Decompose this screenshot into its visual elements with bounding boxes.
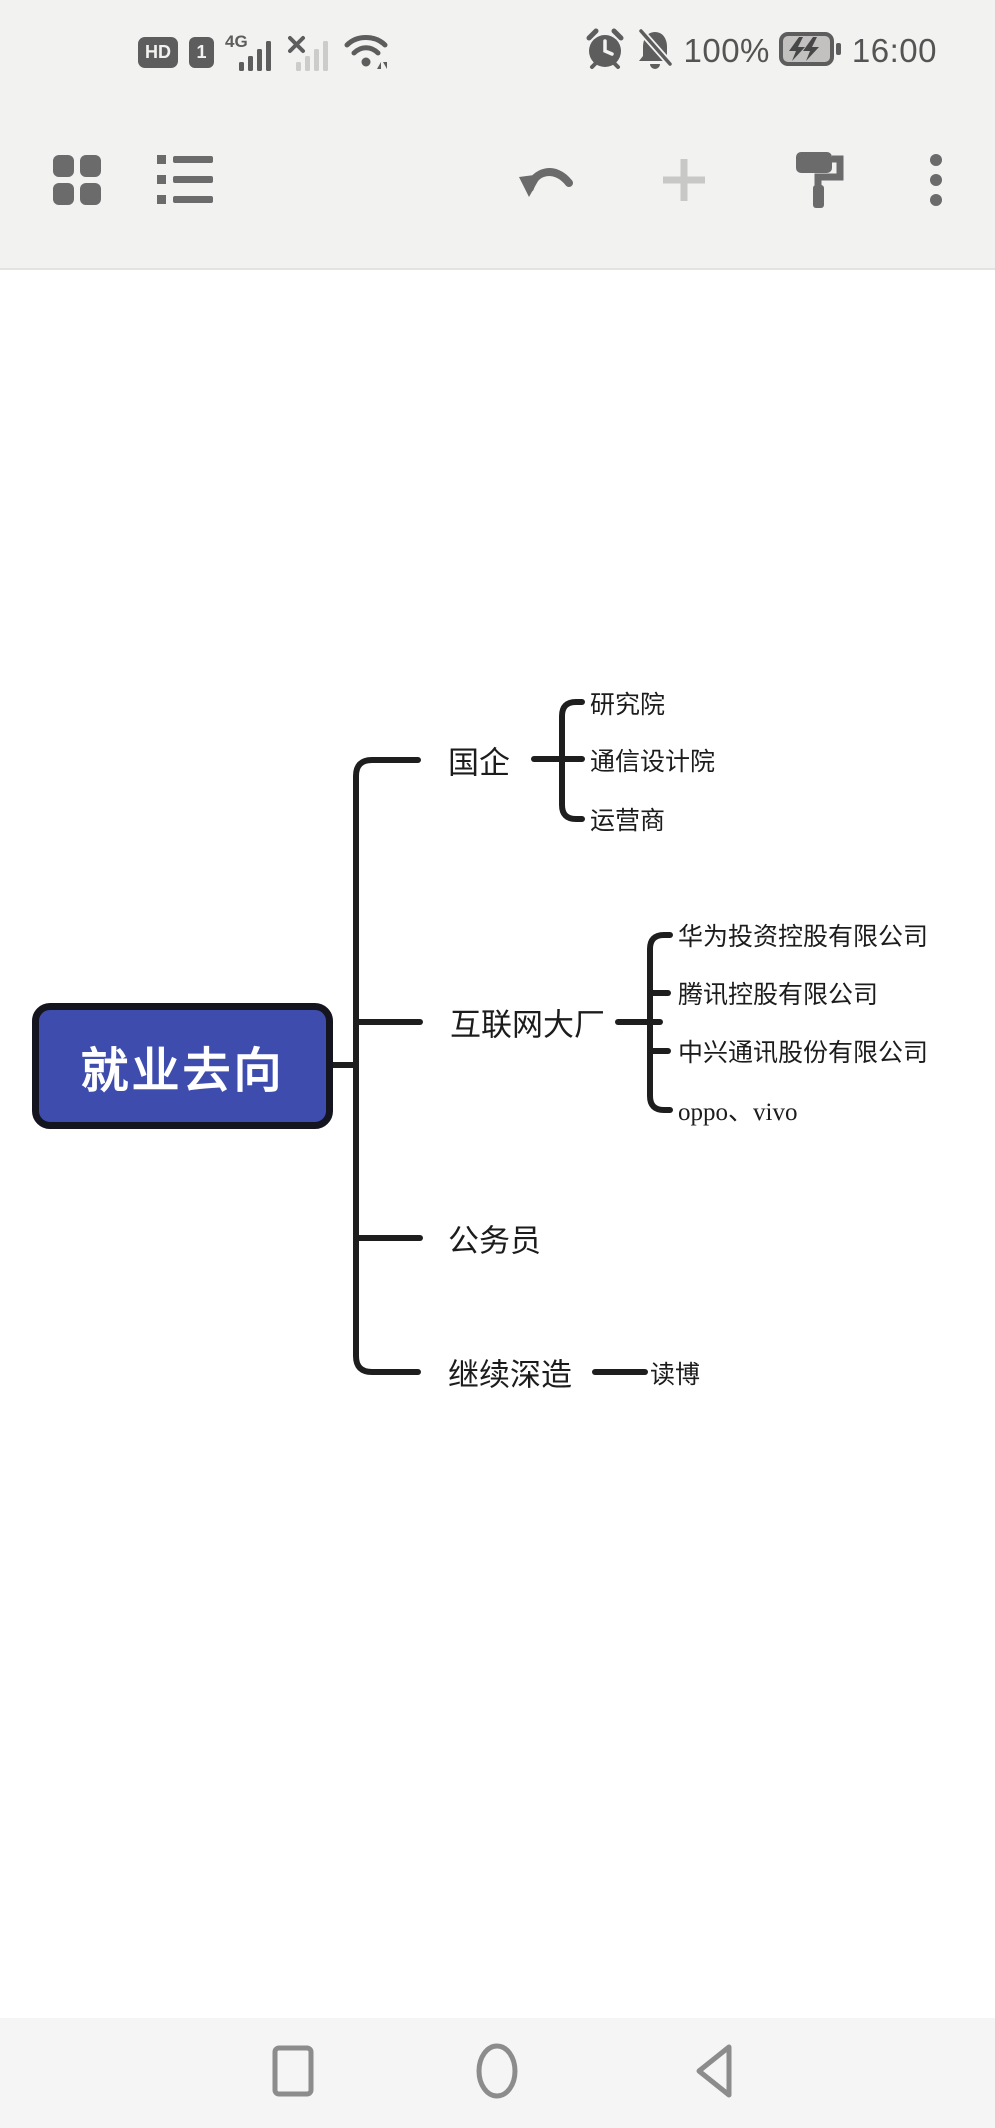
battery-percent-label: 100% xyxy=(683,32,770,69)
home-circle-icon xyxy=(474,2042,520,2105)
branch-node-gongwuyuan[interactable]: 公务员 xyxy=(448,1223,541,1259)
branch-node-shenzao[interactable]: 继续深造 xyxy=(448,1357,572,1393)
child-node-oppo-vivo[interactable]: oppo、vivo xyxy=(678,1099,798,1126)
outline-view-button[interactable] xyxy=(155,150,219,214)
network-type-label: 4G xyxy=(225,32,248,51)
grid-view-icon xyxy=(52,154,102,211)
app-header: HD 1 4G xyxy=(0,0,995,270)
child-node-dubo[interactable]: 读博 xyxy=(650,1361,701,1389)
child-node-huawei[interactable]: 华为投资控股有限公司 xyxy=(678,923,929,951)
recents-button[interactable] xyxy=(258,2042,328,2104)
sim1-signal-icon: 4G xyxy=(225,31,277,73)
connector-guoqi-bracket xyxy=(559,699,585,822)
alarm-clock-icon xyxy=(584,27,626,76)
kebab-menu-icon xyxy=(929,153,943,212)
undo-icon xyxy=(517,155,577,210)
undo-button[interactable] xyxy=(515,150,579,214)
notifications-off-icon xyxy=(635,26,675,76)
child-node-zte[interactable]: 中兴通讯股份有限公司 xyxy=(678,1039,929,1067)
format-painter-icon xyxy=(794,151,846,214)
branch-node-internet[interactable]: 互联网大厂 xyxy=(450,1007,605,1043)
format-painter-button[interactable] xyxy=(788,150,852,214)
sim1-badge: 1 xyxy=(189,36,214,68)
sim2-no-signal-icon xyxy=(288,31,332,73)
recents-square-icon xyxy=(272,2045,314,2102)
hd-badge: HD xyxy=(138,36,178,68)
child-node-yunyingshang[interactable]: 运营商 xyxy=(590,807,666,835)
clock-label: 16:00 xyxy=(851,32,937,69)
add-node-button[interactable] xyxy=(652,150,716,214)
status-bar-left: HD 1 4G xyxy=(138,30,391,74)
back-triangle-icon xyxy=(693,2043,737,2104)
home-button[interactable] xyxy=(462,2042,532,2104)
outline-list-icon xyxy=(157,154,217,211)
plus-icon xyxy=(659,155,709,210)
branch-node-guoqi[interactable]: 国企 xyxy=(448,745,510,781)
back-button[interactable] xyxy=(680,2042,750,2104)
connector-internet-bracket xyxy=(647,932,673,1113)
more-options-button[interactable] xyxy=(908,150,964,214)
connector-trunk xyxy=(353,757,421,1375)
root-node[interactable]: 就业去向 xyxy=(32,1003,333,1129)
status-bar-right: 100% 16:00 xyxy=(584,26,938,76)
battery-charging-icon xyxy=(778,31,843,72)
wifi-icon xyxy=(343,29,391,76)
android-nav-bar xyxy=(0,2018,995,2128)
child-node-tencent[interactable]: 腾讯控股有限公司 xyxy=(678,981,879,1009)
child-node-tongxinshejiyuan[interactable]: 通信设计院 xyxy=(590,748,716,776)
grid-view-button[interactable] xyxy=(45,150,109,214)
child-node-yanjiuyuan[interactable]: 研究院 xyxy=(590,691,666,719)
